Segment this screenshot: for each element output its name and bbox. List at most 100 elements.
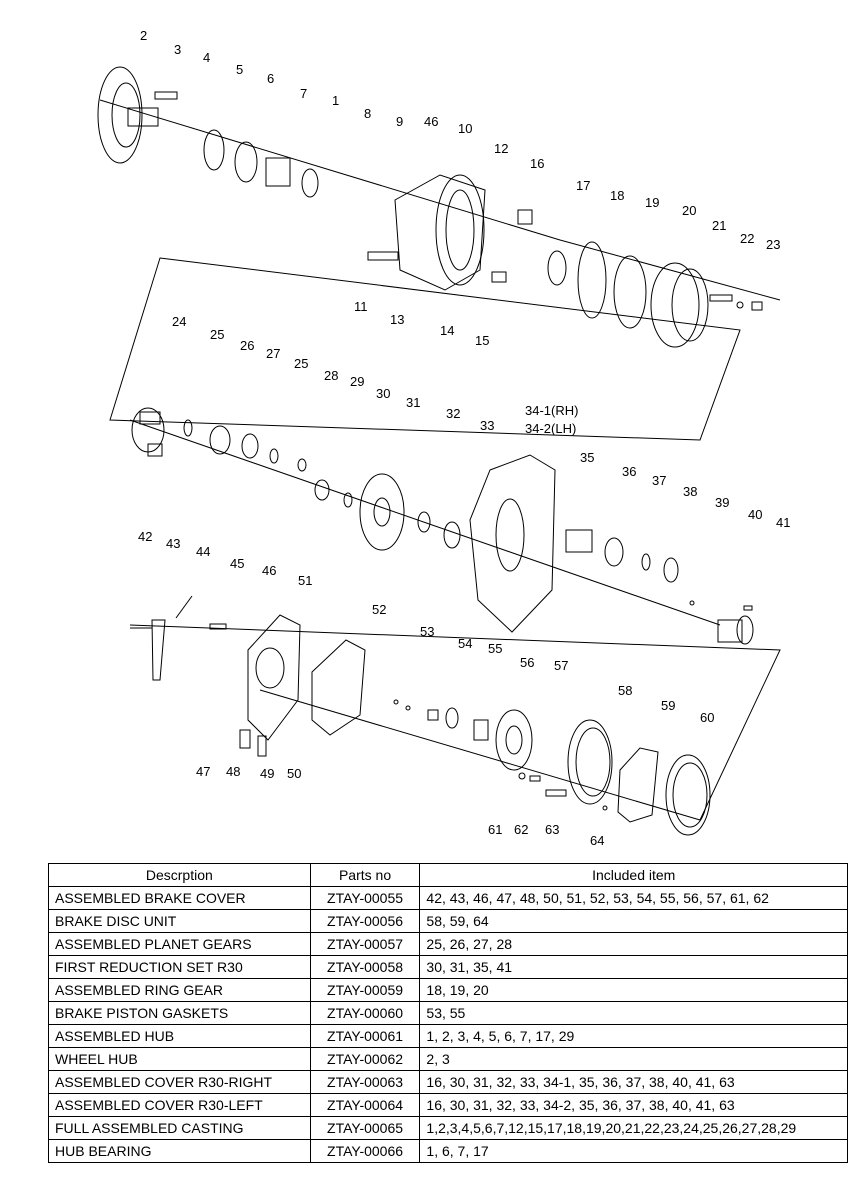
snap-ring-part: [577, 241, 607, 319]
callout-41: 41: [776, 515, 790, 530]
callout-51: 51: [298, 573, 312, 588]
callout-42: 42: [138, 529, 152, 544]
ring-part: [602, 805, 608, 811]
callout-57: 57: [554, 658, 568, 673]
row-description: WHEEL HUB: [48, 1047, 311, 1071]
row-part-number: ZTAY-00065: [309, 1116, 421, 1140]
callout-6: 6: [267, 71, 274, 86]
o-ring-part: [405, 705, 411, 711]
table-header-row: Descrption Parts no Included item: [48, 863, 848, 887]
shim-part: [183, 419, 193, 437]
callout-46: 46: [262, 563, 276, 578]
row-description: FIRST REDUCTION SET R30: [48, 955, 311, 979]
shim-part: [641, 553, 651, 571]
callout-27: 27: [266, 346, 280, 361]
callout-61: 61: [488, 822, 502, 837]
callout-33: 33: [480, 418, 494, 433]
row-included-items: 16, 30, 31, 32, 33, 34-1, 35, 36, 37, 38…: [419, 1070, 848, 1094]
callout-62: 62: [514, 822, 528, 837]
row-description: BRAKE PISTON GASKETS: [48, 1001, 311, 1025]
callout-19: 19: [645, 195, 659, 210]
plug-part: [427, 709, 439, 721]
callout-45: 45: [230, 556, 244, 571]
bearing-race-part: [613, 255, 647, 329]
row-part-number: ZTAY-00061: [309, 1024, 421, 1048]
spring-part: [518, 772, 526, 780]
callout-11: 11: [354, 299, 368, 314]
casting-housing-part: [394, 174, 486, 291]
callout-17: 17: [576, 178, 590, 193]
pin-part: [491, 271, 507, 283]
callout-8: 8: [364, 106, 371, 121]
washer-part: [736, 301, 744, 309]
brake-plate-part: [617, 747, 659, 823]
parts-table: Descrption Parts no Included item ASSEMB…: [48, 863, 848, 1163]
input-shaft-part: [565, 529, 593, 553]
brake-piston-part: [495, 709, 533, 771]
callout-44: 44: [196, 544, 210, 559]
sleeve-part: [265, 157, 291, 187]
row-description: ASSEMBLED COVER R30-RIGHT: [48, 1070, 311, 1094]
row-part-number: ZTAY-00056: [309, 909, 421, 933]
key-part: [743, 605, 753, 611]
callout-29: 29: [350, 374, 364, 389]
exploded-parts-diagram: 2 3 4 5 6 7 1 8 9 46 10 12 16 17 18 19 2…: [97, 28, 790, 848]
callout-32: 32: [446, 406, 460, 421]
reduction-gear-part: [359, 473, 405, 551]
row-description: FULL ASSEMBLED CASTING: [48, 1116, 311, 1140]
callout-38: 38: [683, 484, 697, 499]
header-description: Descrption: [48, 863, 311, 887]
planet-gear-part: [241, 433, 259, 459]
seal-part: [203, 129, 225, 171]
row-part-number: ZTAY-00057: [309, 932, 421, 956]
bearing-part: [209, 425, 231, 455]
row-part-number: ZTAY-00060: [309, 1001, 421, 1025]
callout-30: 30: [376, 386, 390, 401]
wheel-hub-part: [97, 66, 159, 164]
callout-13: 13: [390, 312, 404, 327]
row-included-items: 30, 31, 35, 41: [419, 955, 848, 979]
row-included-items: 58, 59, 64: [419, 909, 848, 933]
callout-28: 28: [324, 368, 338, 383]
callout-59: 59: [661, 698, 675, 713]
row-part-number: ZTAY-00058: [309, 955, 421, 979]
sun-gear-part: [314, 479, 330, 501]
counter-disc-part: [665, 754, 711, 836]
callout-23: 23: [766, 237, 780, 252]
screw-part: [529, 775, 541, 782]
callout-12: 12: [494, 141, 508, 156]
washer-part: [269, 448, 279, 464]
callout-21: 21: [712, 218, 726, 233]
callout-50: 50: [287, 766, 301, 781]
callout-16: 16: [530, 156, 544, 171]
row-included-items: 53, 55: [419, 1001, 848, 1025]
row-description: BRAKE DISC UNIT: [48, 909, 311, 933]
circlip-part: [343, 492, 353, 508]
callout-4: 4: [203, 50, 210, 65]
callout-48: 48: [226, 764, 240, 779]
callout-26: 26: [240, 338, 254, 353]
callout-43: 43: [166, 536, 180, 551]
row-included-items: 16, 30, 31, 32, 33, 34-2, 35, 36, 37, 38…: [419, 1093, 848, 1117]
callout-1: 1: [332, 93, 339, 108]
callout-60: 60: [700, 710, 714, 725]
row-part-number: ZTAY-00059: [309, 978, 421, 1002]
callout-22: 22: [740, 231, 754, 246]
callout-9: 9: [396, 114, 403, 129]
callout-34-2: 34-2(LH): [525, 421, 576, 436]
callout-18: 18: [610, 188, 624, 203]
lever-pin-part: [175, 595, 193, 619]
bearing-part: [234, 141, 258, 183]
row-included-items: 2, 3: [419, 1047, 848, 1071]
row-description: ASSEMBLED HUB: [48, 1024, 311, 1048]
callout-58: 58: [618, 683, 632, 698]
row-included-items: 1, 2, 3, 4, 5, 6, 7, 17, 29: [419, 1024, 848, 1048]
bearing-part: [443, 521, 461, 549]
